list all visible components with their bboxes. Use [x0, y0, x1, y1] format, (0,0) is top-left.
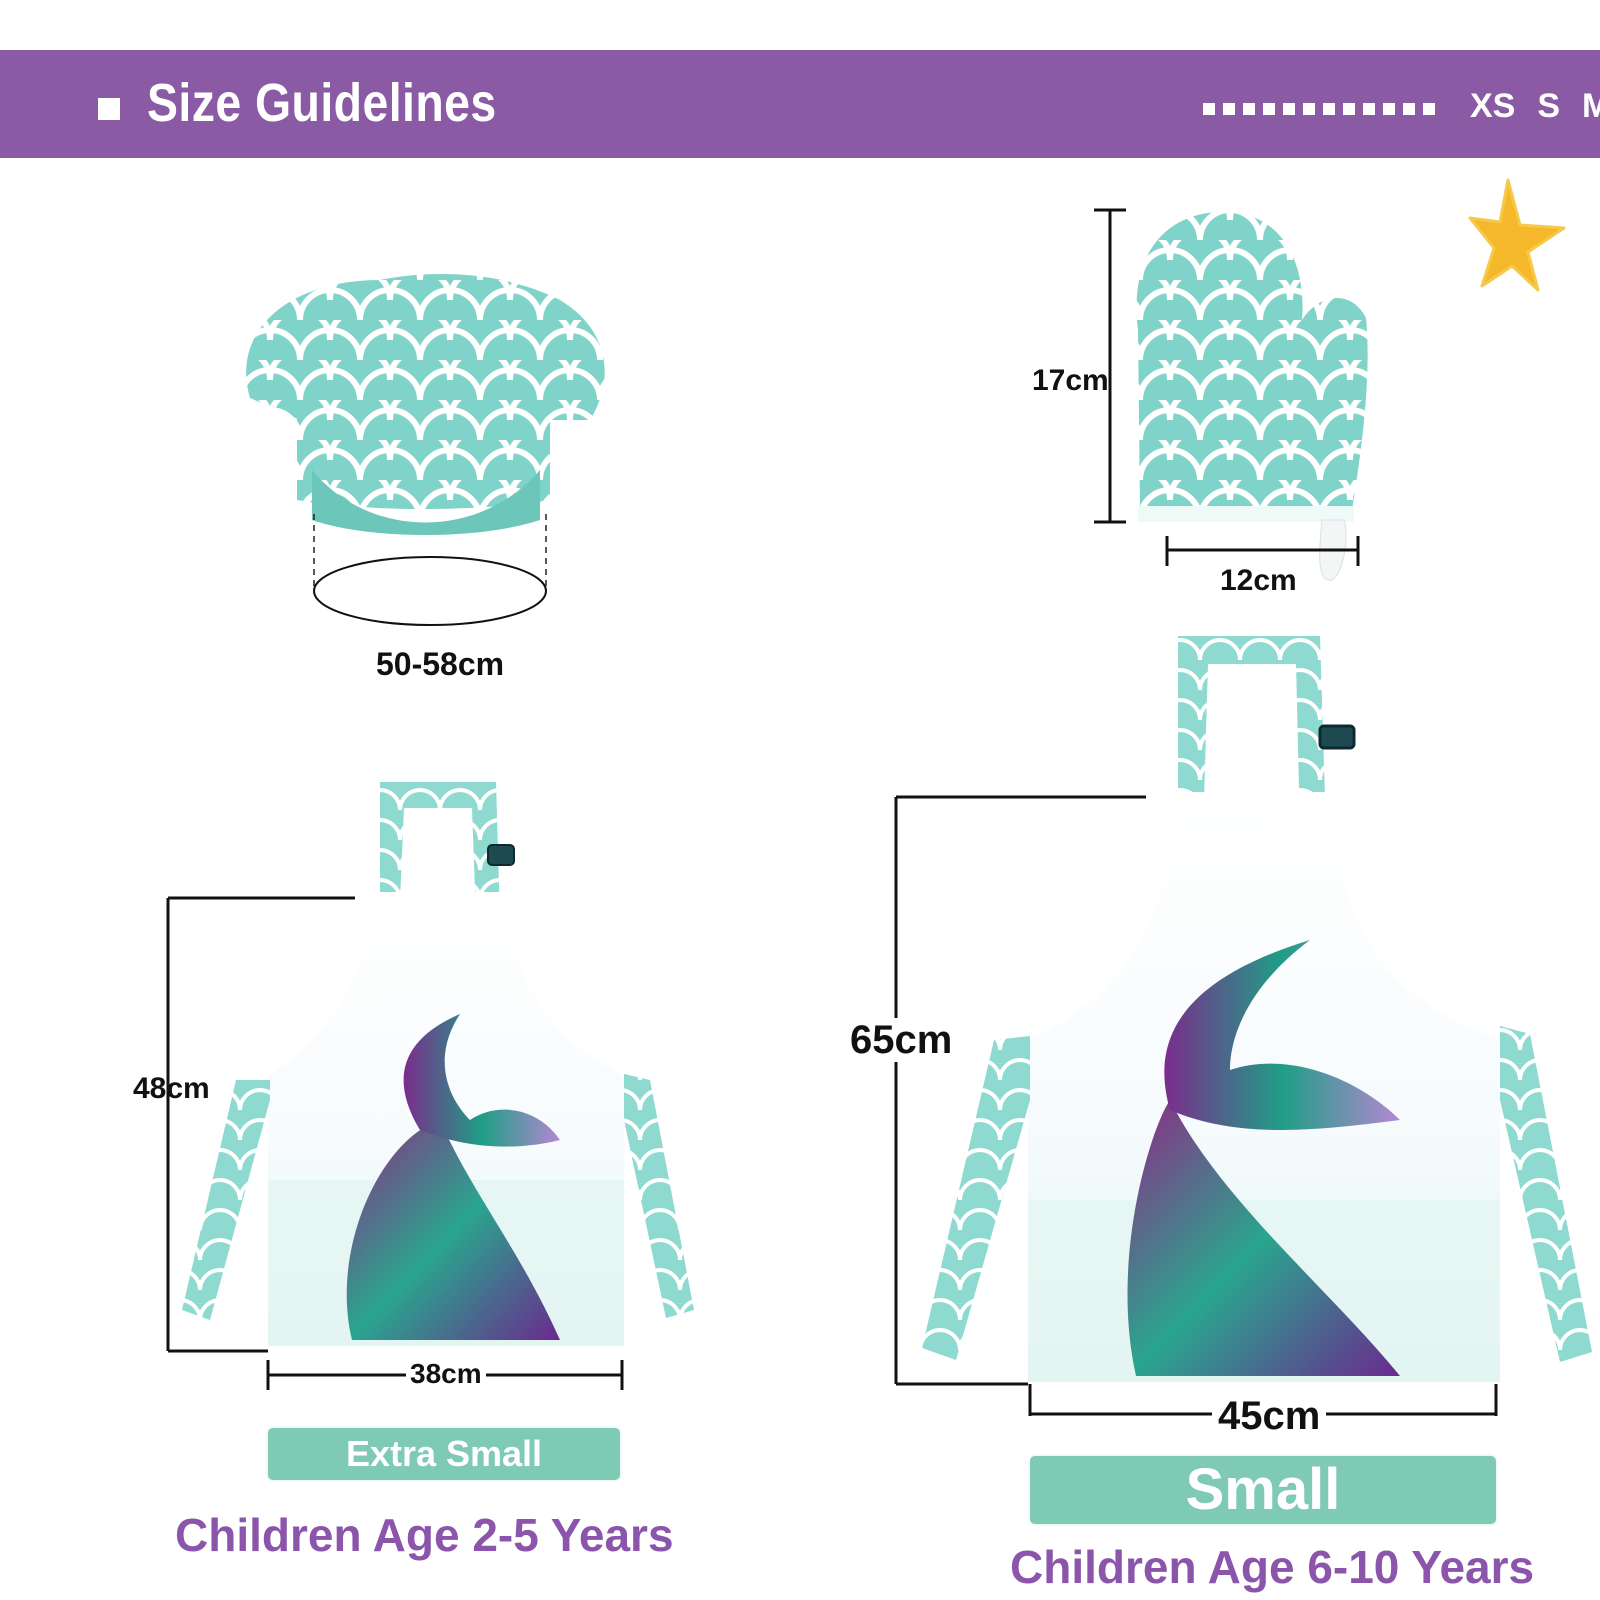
apron-s-illustration: [894, 636, 1592, 1416]
mitt-width-label: 12cm: [1220, 564, 1297, 597]
header-banner: Size Guidelines XS S M: [0, 50, 1600, 158]
bullet-square-icon: [98, 98, 120, 120]
apron-xs-height-label: 48cm: [133, 1072, 210, 1105]
apron-s-height-label: 65cm: [850, 1018, 953, 1062]
dotted-leader: [1203, 103, 1435, 115]
size-badge-small: Small: [1030, 1456, 1496, 1524]
age-range-xs: Children Age 2-5 Years: [175, 1509, 674, 1561]
chef-hat-illustration: [246, 274, 605, 626]
size-badge-extra-small: Extra Small: [268, 1428, 620, 1480]
oven-mitt-illustration: [1094, 208, 1368, 581]
size-xs: XS: [1470, 87, 1516, 125]
size-m: M: [1582, 87, 1600, 125]
apron-xs-illustration: [166, 782, 694, 1390]
page-title: Size Guidelines: [147, 73, 497, 133]
age-range-s: Children Age 6-10 Years: [1010, 1541, 1535, 1593]
apron-s-width-label: 45cm: [1212, 1396, 1327, 1436]
mitt-height-label: 17cm: [1032, 364, 1109, 397]
size-s: S: [1537, 87, 1561, 125]
apron-xs-width-label: 38cm: [406, 1360, 486, 1388]
size-list: XS S M: [1470, 80, 1600, 132]
hat-circumference-label: 50-58cm: [376, 646, 505, 682]
starfish-icon: [1468, 178, 1566, 292]
